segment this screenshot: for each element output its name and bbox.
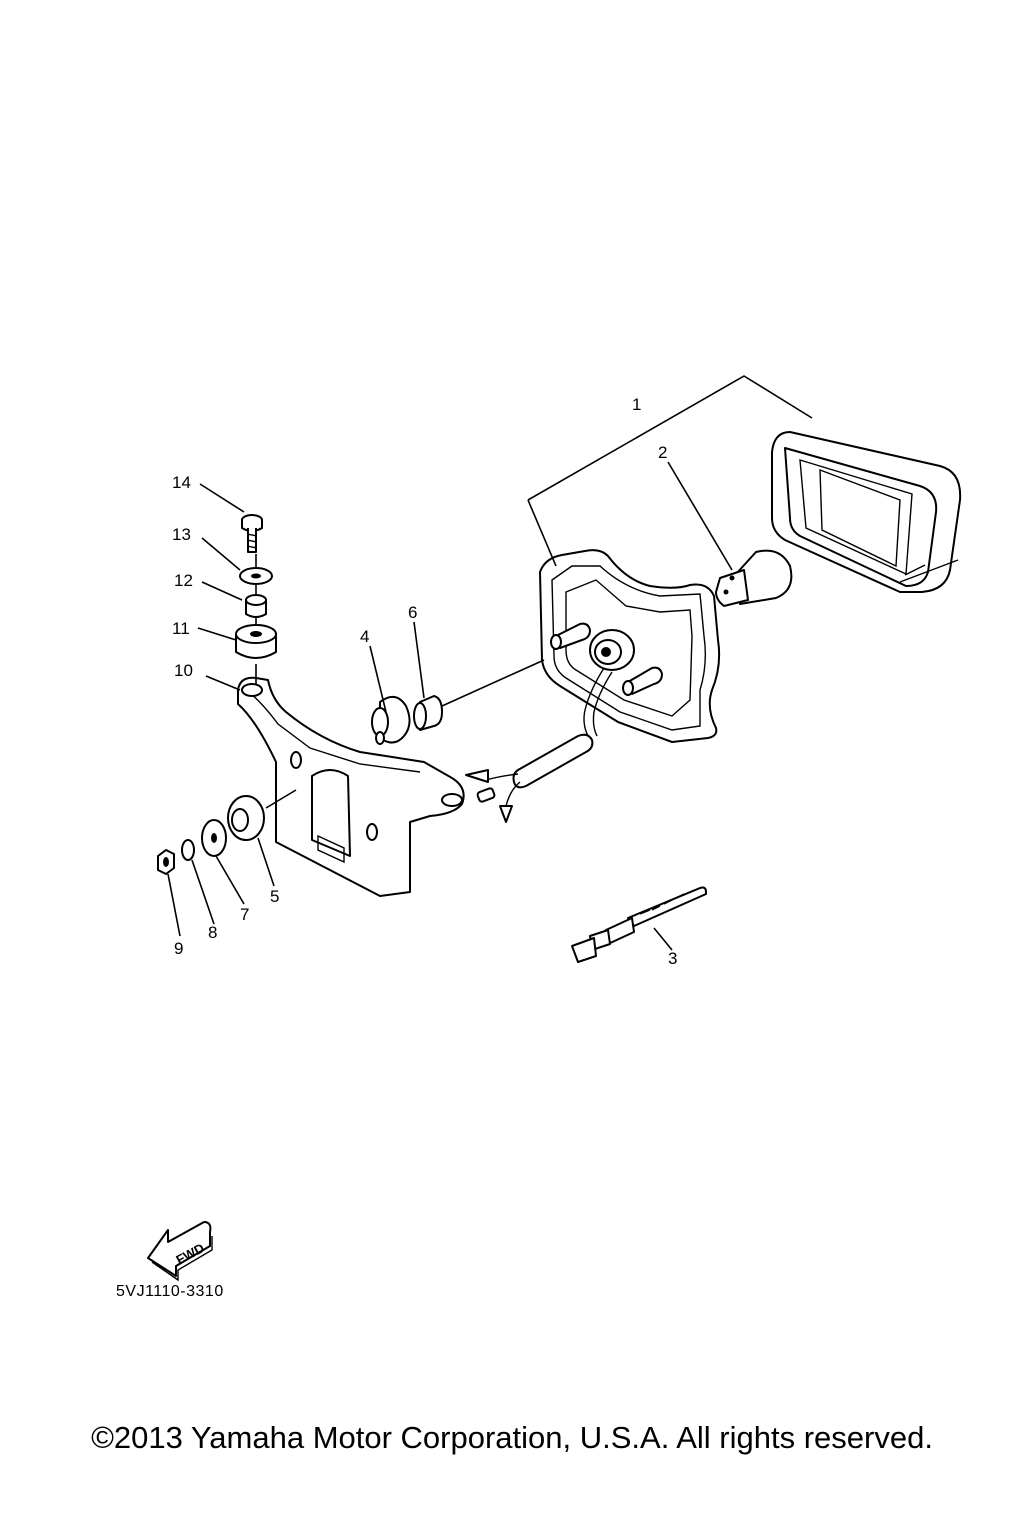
fwd-arrow-icon: FWD [147, 1221, 213, 1282]
callout-labels: 1 2 3 4 5 6 7 8 9 10 11 12 13 14 [172, 395, 677, 968]
callout-5: 5 [270, 887, 279, 906]
tail-light-lens [771, 431, 962, 593]
copyright-notice: ©2013 Yamaha Motor Corporation, U.S.A. A… [91, 1420, 933, 1455]
grommet-11 [235, 624, 277, 659]
bolt-14 [241, 514, 263, 553]
washer-13 [239, 567, 273, 585]
grommet-4 [371, 695, 411, 745]
mounting-bracket [237, 676, 465, 897]
callout-3: 3 [668, 949, 677, 968]
part-code: 5VJ1110-3310 [116, 1283, 224, 1300]
cable-tie-connector [571, 886, 707, 963]
wire-harness [465, 667, 613, 823]
callout-2: 2 [658, 443, 667, 462]
collar-6 [413, 695, 443, 731]
bulb [715, 549, 793, 607]
callout-6: 6 [408, 603, 417, 622]
callout-12: 12 [174, 571, 193, 590]
callout-10: 10 [174, 661, 193, 680]
grommet-5 [227, 795, 265, 841]
tail-light-housing [539, 549, 721, 743]
leader-lines [167, 375, 813, 951]
callout-4: 4 [360, 627, 369, 646]
callout-1: 1 [632, 395, 641, 414]
stud-right [622, 666, 663, 696]
stud-left [550, 622, 591, 650]
callout-7: 7 [240, 905, 249, 924]
callout-14: 14 [172, 473, 191, 492]
callout-11: 11 [172, 619, 190, 638]
collar-12 [245, 594, 267, 618]
callout-13: 13 [172, 525, 191, 544]
callout-8: 8 [208, 923, 217, 942]
callout-9: 9 [174, 939, 183, 958]
nut-9 [157, 849, 175, 875]
lock-washer-8 [181, 839, 195, 861]
washer-7 [201, 819, 227, 857]
